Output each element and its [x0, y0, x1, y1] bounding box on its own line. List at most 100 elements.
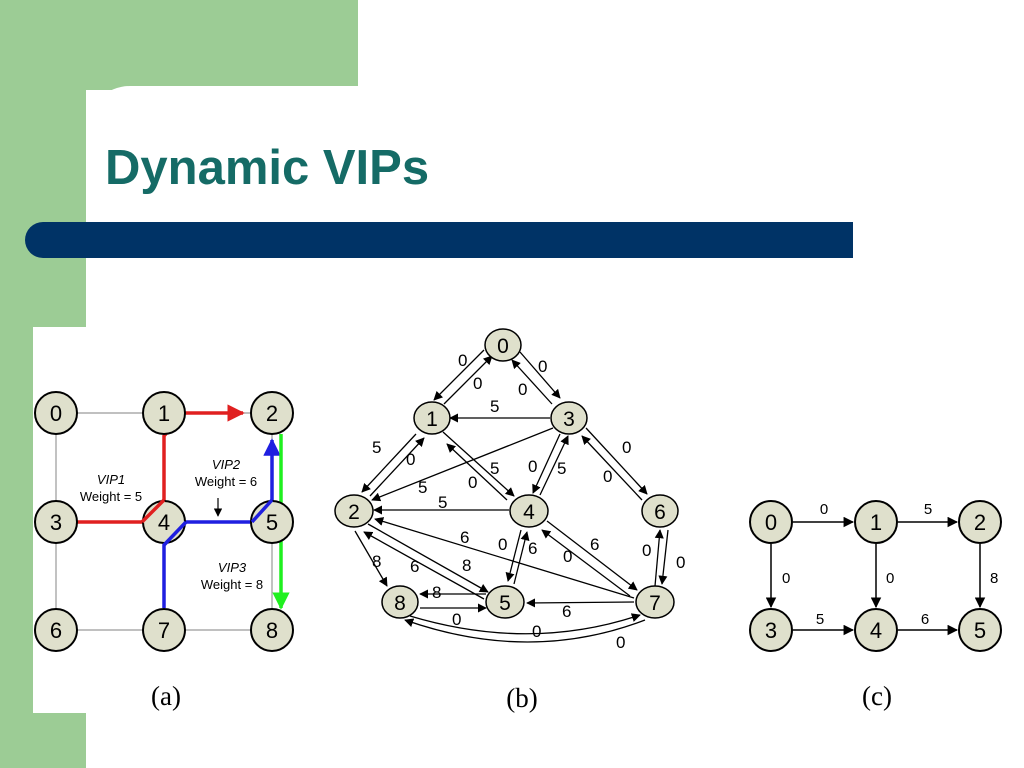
svg-text:0: 0 — [498, 535, 507, 554]
svg-text:1: 1 — [870, 510, 882, 535]
figure-a-node-2: 2 — [250, 391, 294, 435]
figure-b-node-2: 2 — [334, 494, 374, 528]
figure-a-caption: (a) — [151, 681, 181, 711]
figure-c-edge-weights: 0 5 0 0 8 5 6 — [782, 501, 998, 628]
svg-text:0: 0 — [458, 351, 467, 370]
svg-text:0: 0 — [603, 467, 612, 486]
figure-b-node-1: 1 — [413, 401, 451, 435]
svg-text:2: 2 — [266, 401, 278, 426]
svg-text:1: 1 — [426, 408, 438, 431]
svg-text:8: 8 — [394, 592, 406, 615]
svg-text:0: 0 — [473, 374, 482, 393]
svg-text:0: 0 — [497, 335, 509, 358]
svg-text:6: 6 — [921, 611, 929, 628]
svg-text:8: 8 — [432, 583, 441, 602]
svg-text:0: 0 — [616, 633, 625, 652]
figure-b-caption: (b) — [506, 683, 537, 713]
figure-a-node-3: 3 — [34, 500, 78, 544]
svg-text:4: 4 — [870, 618, 882, 643]
title-underline-bar — [25, 222, 853, 258]
svg-text:2: 2 — [348, 501, 360, 524]
svg-text:3: 3 — [765, 618, 777, 643]
vip2-label: VIP2 — [212, 457, 241, 472]
vip2-weight-label: Weight = 6 — [195, 474, 257, 489]
svg-text:4: 4 — [158, 510, 170, 535]
figure-a-node-8: 8 — [250, 608, 294, 652]
figure-b-node-8: 8 — [381, 585, 419, 619]
svg-text:0: 0 — [538, 357, 547, 376]
svg-text:4: 4 — [523, 501, 535, 524]
svg-text:5: 5 — [924, 501, 932, 518]
svg-text:5: 5 — [418, 478, 427, 497]
svg-text:6: 6 — [410, 557, 419, 576]
figure-b-node-6: 6 — [641, 494, 679, 528]
svg-text:0: 0 — [518, 380, 527, 399]
svg-text:5: 5 — [974, 618, 986, 643]
svg-text:0: 0 — [468, 473, 477, 492]
svg-text:0: 0 — [563, 547, 572, 566]
figure-a-node-7: 7 — [142, 608, 186, 652]
svg-text:5: 5 — [266, 510, 278, 535]
svg-text:3: 3 — [563, 408, 575, 431]
figure-a-node-5: 5 — [250, 500, 294, 544]
svg-text:0: 0 — [528, 457, 537, 476]
svg-text:8: 8 — [372, 552, 381, 571]
svg-text:0: 0 — [820, 501, 828, 518]
vip3-label: VIP3 — [218, 560, 247, 575]
figure-a-node-4: 4 — [142, 500, 186, 544]
svg-text:6: 6 — [50, 618, 62, 643]
figure-a-node-6: 6 — [34, 608, 78, 652]
svg-text:0: 0 — [532, 622, 541, 641]
slide-title: Dynamic VIPs — [105, 141, 430, 195]
figure-c-node-4: 4 — [854, 608, 898, 652]
vip2-path — [162, 438, 281, 608]
figure-c-node-3: 3 — [749, 608, 793, 652]
svg-text:0: 0 — [406, 450, 415, 469]
figure-c-caption: (c) — [862, 681, 892, 711]
figure-b-edges — [354, 349, 669, 643]
figure-a-node-1: 1 — [142, 391, 186, 435]
figure-c-grid-graph: 0 5 0 0 8 5 6 0 1 2 3 4 5 (c) — [749, 500, 1002, 711]
vip3-weight-label: Weight = 8 — [201, 577, 263, 592]
svg-text:5: 5 — [499, 592, 511, 615]
svg-text:5: 5 — [438, 493, 447, 512]
svg-text:8: 8 — [990, 570, 998, 587]
svg-text:3: 3 — [50, 510, 62, 535]
figure-b-node-4: 4 — [509, 494, 549, 528]
figure-b-node-5: 5 — [485, 585, 525, 619]
vip1-label: VIP1 — [97, 472, 125, 487]
svg-text:0: 0 — [782, 570, 790, 587]
figure-a-node-0: 0 — [34, 391, 78, 435]
svg-text:5: 5 — [816, 611, 824, 628]
svg-text:8: 8 — [266, 618, 278, 643]
svg-text:5: 5 — [372, 438, 381, 457]
svg-text:0: 0 — [765, 510, 777, 535]
svg-text:6: 6 — [654, 501, 666, 524]
svg-text:2: 2 — [974, 510, 986, 535]
svg-text:0: 0 — [642, 541, 651, 560]
svg-text:0: 0 — [676, 553, 685, 572]
svg-text:5: 5 — [490, 459, 499, 478]
svg-text:1: 1 — [158, 401, 170, 426]
svg-text:0: 0 — [886, 570, 894, 587]
svg-text:0: 0 — [622, 438, 631, 457]
svg-text:7: 7 — [649, 592, 661, 615]
svg-text:5: 5 — [490, 397, 499, 416]
figure-c-node-2: 2 — [958, 500, 1002, 544]
svg-text:6: 6 — [562, 602, 571, 621]
svg-text:7: 7 — [158, 618, 170, 643]
svg-text:0: 0 — [452, 610, 461, 629]
figure-b-edge-labels: 0 0 0 0 5 5 0 5 5 0 0 0 5 0 5 0 6 0 6 6 … — [372, 351, 685, 652]
svg-text:0: 0 — [50, 401, 62, 426]
vip1-weight-label: Weight = 5 — [80, 489, 142, 504]
figure-c-node-1: 1 — [854, 500, 898, 544]
vip1-path — [56, 404, 245, 524]
svg-text:8: 8 — [462, 556, 471, 575]
svg-text:6: 6 — [590, 535, 599, 554]
figure-b-node-7: 7 — [635, 585, 675, 619]
figure-b-node-0: 0 — [484, 328, 522, 362]
figure-a-grid-graph: 0 1 2 3 4 5 6 7 8 VIP1 Weight = 5 VIP2 W… — [34, 391, 294, 711]
svg-text:5: 5 — [557, 459, 566, 478]
figure-b-node-3: 3 — [550, 401, 588, 435]
